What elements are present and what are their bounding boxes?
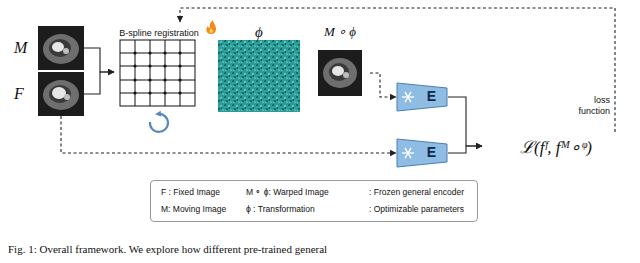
edge-label: loss function — [566, 95, 610, 118]
legend-text: F : Fixed Image — [161, 187, 220, 197]
flow-arrow — [84, 72, 114, 94]
node-label: B-spline registration — [119, 28, 199, 38]
transformation-field: ϕ — [214, 22, 304, 114]
legend-entry: M ∘ ϕ: Warped Image — [246, 187, 329, 197]
mri-fixed — [38, 72, 84, 116]
legend-entry: F : Fixed Image — [161, 187, 220, 197]
fixed-image: F — [14, 72, 84, 116]
encoder-block: E — [396, 138, 448, 168]
snowflake-arm — [405, 92, 411, 102]
legend-text: : Optimizable parameters — [369, 204, 464, 214]
snowflake-icon — [402, 92, 414, 102]
legend-entry: ϕ : Transformation — [246, 204, 315, 214]
mri-warped — [318, 50, 362, 96]
bspline-grid — [120, 40, 195, 106]
warped-image: M ∘ ϕ — [310, 22, 370, 98]
dashed-arrow — [61, 116, 396, 153]
encoder-shape — [396, 82, 448, 112]
legend-entry: M: Moving Image — [161, 204, 226, 214]
dashed-arrow — [180, 8, 615, 132]
figure-caption: Fig. 1: Overall framework. We explore ho… — [8, 243, 327, 255]
legend-text: : Frozen general encoder — [369, 187, 464, 197]
snowflake-arm — [405, 92, 411, 102]
node-label: ℒ(fᶠ, fᴹ∘ᵠ) — [520, 135, 592, 158]
node-label: M — [14, 39, 36, 57]
registration-block: B-spline registration — [114, 22, 204, 108]
encoder-trapezoid — [397, 139, 447, 167]
dashed-arrow — [370, 73, 396, 97]
grid-dots — [133, 51, 181, 94]
snowflake-icon — [402, 148, 414, 158]
encoder-shape — [396, 138, 448, 168]
mri-moving — [38, 26, 84, 70]
deformation-field — [218, 40, 300, 112]
moving-image: M — [14, 26, 84, 70]
loss-term: ℒ(fᶠ, fᴹ∘ᵠ) — [482, 132, 630, 160]
legend-text: ϕ : Transformation — [246, 204, 315, 214]
snowflake-arm — [405, 148, 411, 158]
legend-box: F : Fixed Image M ∘ ϕ: Warped Image : Froz… — [150, 180, 478, 222]
node-label: E — [427, 88, 436, 104]
legend-text: M ∘ ϕ: Warped Image — [246, 187, 329, 197]
flow-arrow — [448, 97, 482, 146]
legend-text: M: Moving Image — [161, 204, 226, 214]
encoder-block: E — [396, 82, 448, 112]
flow-arrow — [84, 48, 114, 72]
node-label: E — [427, 144, 436, 160]
flow-arrow — [448, 146, 482, 153]
node-label: F — [14, 85, 36, 103]
flame-core — [210, 28, 214, 33]
node-label: ϕ — [255, 24, 263, 41]
node-label: M ∘ ϕ — [324, 24, 356, 40]
encoder-trapezoid — [397, 83, 447, 111]
legend-entry: : Frozen general encoder — [369, 187, 464, 197]
flame-icon — [206, 20, 216, 34]
iteration-arrow — [150, 114, 168, 132]
legend-entry: : Optimizable parameters — [369, 204, 464, 214]
snowflake-arm — [405, 148, 411, 158]
